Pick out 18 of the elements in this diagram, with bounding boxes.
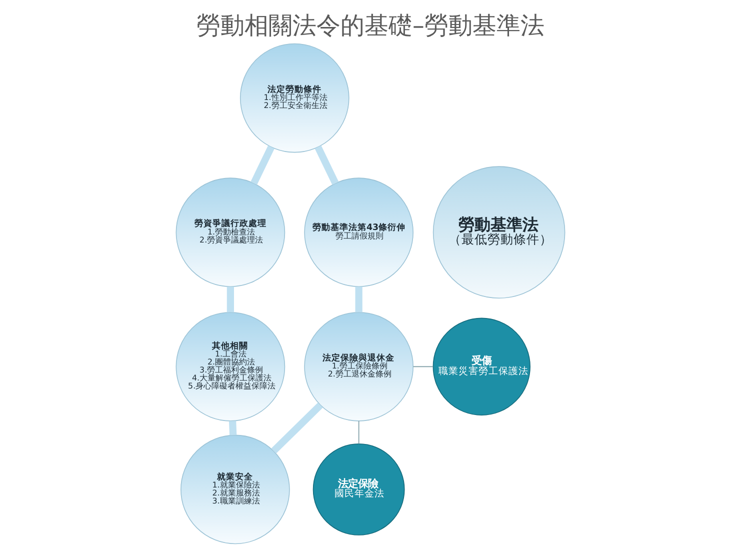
connector: [270, 402, 322, 454]
connector: [226, 286, 234, 312]
connector: [354, 286, 362, 312]
connector: [314, 146, 338, 185]
connector: [412, 366, 433, 368]
node-circle: 受傷 職業災害勞工保護法: [432, 318, 530, 416]
node-circle: 法定保險 國民年金法: [312, 444, 404, 536]
node-circle: 法定勞動條件 1.性別工作平等法 2.勞工安全衛生法: [239, 43, 349, 153]
node-circle: 法定保險與退休金 1.勞工保險條例 2.勞工退休金條例: [304, 312, 413, 422]
connector: [358, 420, 359, 444]
node-circle: 勞動基準法第43條衍伸 勞工請假規則: [304, 178, 413, 287]
connector: [250, 146, 274, 185]
node-circle: 勞動基準法 （最低勞動條件）: [432, 166, 565, 298]
diagram-title: 勞動相關法令的基礎–勞動基準法: [196, 11, 544, 40]
node-circle: 就業安全 1.就業保險法 2.就業服務法 3.職業訓練法: [180, 434, 290, 544]
connector: [228, 420, 236, 436]
node-circle: 勞資爭議行政處理 1.勞動檢查法 2.勞資爭議處理法: [175, 178, 285, 287]
node-circle: 其他相關 1.工會法 2.團體協約法 3.勞工福利金條例 4.大量解僱勞工保護法 5.身心障礙者權益保障法: [175, 312, 285, 422]
